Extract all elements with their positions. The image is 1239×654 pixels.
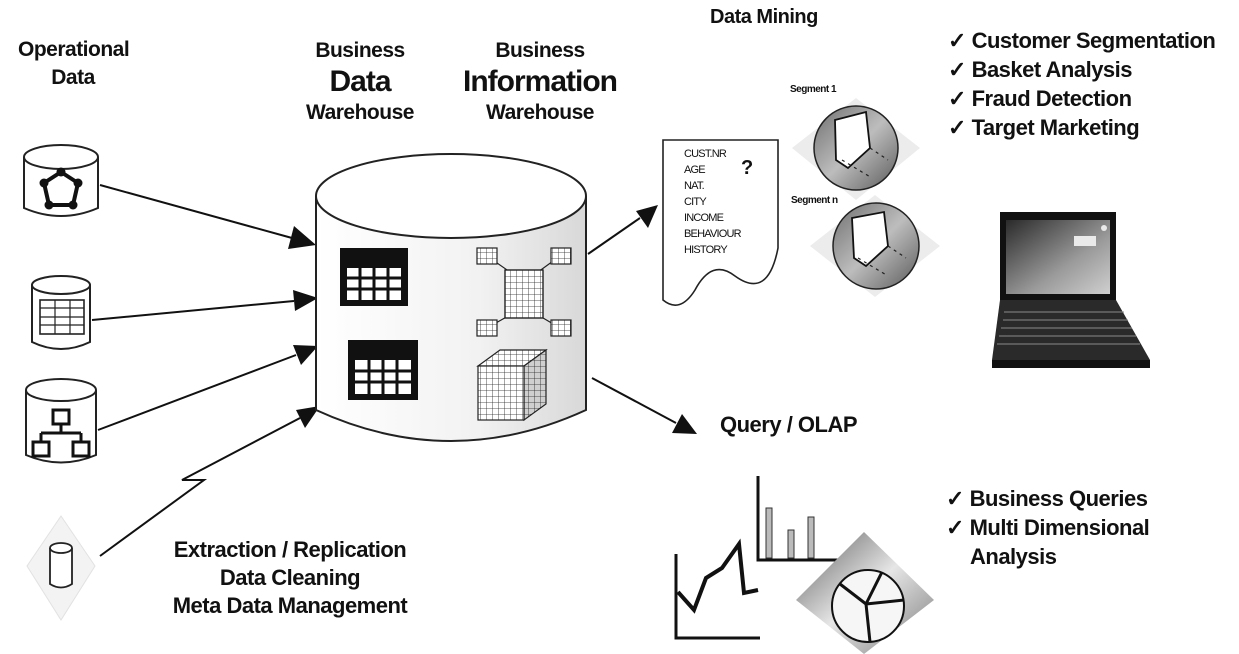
query-use-label: Business Queries: [969, 486, 1148, 511]
bdw-line2: Data: [329, 65, 391, 98]
mining-use-label: Basket Analysis: [971, 57, 1133, 82]
query-use-label: Multi Dimensional: [969, 515, 1150, 540]
check-icon: ✓: [946, 515, 964, 540]
mining-use-item: ✓ Target Marketing: [948, 113, 1215, 142]
field-cust-nr: CUST.NR: [684, 148, 727, 160]
query-use-continuation: Analysis: [970, 544, 1057, 569]
pie-chart-icon: [796, 532, 934, 654]
check-icon: ✓: [948, 86, 966, 111]
bdw-line1: Business: [315, 39, 405, 62]
bdw-line3: Warehouse: [306, 101, 414, 124]
mining-use-label: Target Marketing: [971, 115, 1140, 140]
cube-icon: [476, 348, 548, 422]
query-uses-list: ✓ Business Queries ✓ Multi Dimensional A…: [946, 484, 1150, 571]
output-arrows: [587, 205, 697, 434]
input-arrows: [91, 184, 320, 557]
field-behaviour: BEHAVIOUR: [684, 228, 742, 240]
hierarchy-db-icon: [25, 378, 97, 464]
segment-1-icon: [792, 98, 920, 200]
biw-line2: Information: [463, 65, 618, 98]
field-city: CITY: [684, 196, 707, 208]
small-cylinder-icon: [26, 515, 96, 621]
etl-label: Extraction / Replication Data Cleaning M…: [145, 536, 435, 620]
mining-use-item: ✓ Customer Segmentation: [948, 26, 1216, 55]
operational-line: Operational: [18, 38, 130, 61]
biw-line3: Warehouse: [486, 101, 594, 124]
field-age: AGE: [684, 164, 706, 176]
mining-document: [662, 139, 779, 306]
segment-1-label: Segment 1: [790, 84, 837, 95]
network-db-icon: [23, 144, 99, 217]
etl-line2: Data Cleaning: [219, 565, 361, 590]
operational-data-label: Operational Data: [18, 36, 130, 92]
etl-line1: Extraction / Replication: [173, 537, 407, 562]
data-mining-title: Data Mining: [710, 6, 818, 28]
business-information-warehouse-label: Business Information Warehouse: [450, 38, 630, 126]
query-use-item: ✓ Business Queries: [946, 484, 1149, 513]
segment-n-icon: [810, 195, 940, 297]
etl-line3: Meta Data Management: [172, 593, 408, 618]
table-icon: [348, 340, 418, 400]
biw-line1: Business: [495, 39, 585, 62]
check-icon: ✓: [948, 57, 966, 82]
question-mark: ?: [741, 157, 753, 179]
mining-use-label: Fraud Detection: [971, 86, 1132, 111]
star-schema-icon: [476, 247, 572, 337]
field-nat: NAT.: [684, 180, 705, 192]
segment-n-label: Segment n: [791, 195, 838, 206]
check-icon: ✓: [948, 115, 966, 140]
laptop-icon: [992, 212, 1150, 368]
query-olap-title: Query / OLAP: [720, 412, 858, 437]
field-history: HISTORY: [684, 244, 728, 256]
check-icon: ✓: [948, 28, 966, 53]
query-use-item: ✓ Multi Dimensional: [946, 513, 1150, 542]
mining-uses-list: ✓ Customer Segmentation ✓ Basket Analysi…: [948, 26, 1216, 142]
field-income: INCOME: [684, 212, 724, 224]
mining-use-item: ✓ Basket Analysis: [948, 55, 1215, 84]
data-line: Data: [51, 66, 95, 89]
mining-use-label: Customer Segmentation: [971, 28, 1216, 53]
mining-field-list: CUST.NR AGE NAT. CITY INCOME BEHAVIOUR H…: [684, 146, 742, 258]
table-db-icon: [31, 275, 91, 350]
line-chart-icon: [674, 538, 760, 640]
table-icon: [340, 248, 408, 306]
check-icon: ✓: [946, 486, 964, 511]
business-data-warehouse-label: Business Data Warehouse: [290, 38, 430, 126]
mining-use-item: ✓ Fraud Detection: [948, 84, 1215, 113]
bar-chart-icon: [756, 476, 842, 562]
